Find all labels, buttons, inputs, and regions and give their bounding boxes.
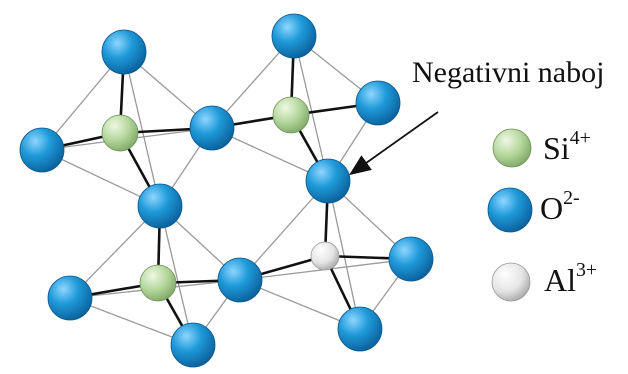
atoms [19, 13, 434, 368]
legend-al-symbol: Al [544, 262, 576, 298]
legend-label-o: O2- [540, 187, 580, 227]
annotation-arrow [349, 111, 439, 176]
oxygen-atom [388, 236, 434, 282]
legend-si-charge: 4+ [569, 127, 591, 150]
oxygen-atom [47, 275, 93, 321]
legend-o-marker [487, 187, 533, 233]
oxygen-atom [217, 257, 263, 303]
oxygen-atom [337, 306, 383, 352]
legend-al-charge: 3+ [576, 259, 598, 282]
tetrahedron-edge [327, 180, 361, 330]
oxygen-atom [101, 29, 147, 75]
legend-markers [487, 128, 533, 302]
oxygen-atom [137, 183, 183, 229]
silicon-atom [272, 96, 310, 134]
annotation-label: Negativni naboj [412, 56, 605, 89]
legend-si-symbol: Si [543, 130, 570, 166]
legend-al-marker [491, 262, 531, 302]
legend-o-charge: 2- [563, 187, 580, 210]
tetrahedron-edge [123, 51, 161, 207]
oxygen-atom [305, 158, 351, 204]
oxygen-atom [19, 127, 65, 173]
oxygen-atom [170, 322, 216, 368]
silicon-atom [139, 264, 177, 302]
legend-label-al: Al3+ [544, 259, 598, 299]
tetrahedron-edges [41, 35, 412, 346]
tetrahedron-edge [159, 205, 194, 346]
legend-o-symbol: O [540, 190, 564, 226]
aluminium-atom [310, 241, 340, 271]
legend-si-marker [492, 128, 532, 168]
oxygen-atom [189, 105, 235, 151]
oxygen-atom [271, 13, 317, 59]
silicon-atom [101, 114, 139, 152]
tetrahedron-edge [293, 35, 329, 182]
oxygen-atom [355, 80, 401, 126]
legend-label-si: Si4+ [543, 127, 591, 167]
